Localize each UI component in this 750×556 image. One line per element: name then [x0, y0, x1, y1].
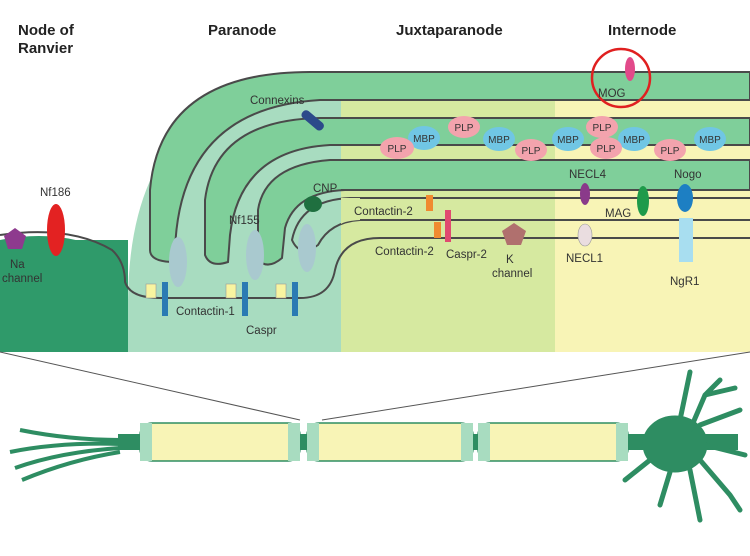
cnp-icon — [304, 196, 322, 212]
contactin1-icon — [275, 283, 287, 299]
neuron-cell-body — [622, 369, 748, 523]
nf155-icon — [169, 237, 187, 287]
caspr-icon — [292, 282, 298, 316]
mag-label: MAG — [605, 208, 631, 220]
plp-label: PLP — [455, 123, 474, 134]
nf155-icon — [246, 230, 264, 280]
plp-label: PLP — [597, 144, 616, 155]
necl1-icon — [577, 223, 593, 247]
myelin-loop-middle — [204, 117, 750, 265]
mag-icon — [637, 186, 649, 216]
connexins-label: Connexins — [250, 95, 305, 107]
na-channel-label: Na — [10, 259, 25, 271]
caspr-icon — [162, 282, 168, 316]
cnp-label: CNP — [313, 183, 338, 195]
na-channel-icon — [4, 228, 26, 249]
header-juxtaparanode: Juxtaparanode — [396, 22, 503, 39]
mbp-label: MBP — [488, 135, 510, 146]
plp-label: PLP — [522, 146, 541, 157]
zoom-line-left — [0, 351, 301, 421]
mog-label: MOG — [598, 88, 626, 100]
caspr-icon — [242, 282, 248, 316]
neuron-axon — [9, 422, 738, 482]
necl4-icon — [580, 183, 590, 205]
plp-label: PLP — [388, 144, 407, 155]
ngr1-label: NgR1 — [670, 276, 699, 288]
header-internode: Internode — [608, 22, 677, 39]
necl4-label: NECL4 — [569, 169, 607, 181]
ngr1-icon — [679, 218, 693, 262]
contactin2-icon — [434, 222, 441, 238]
contactin2-icon — [426, 195, 433, 211]
myelin-segment — [477, 422, 629, 462]
k-channel-icon — [502, 223, 526, 245]
myelin-loop-outer — [149, 71, 750, 264]
mbp-label: MBP — [699, 135, 721, 146]
contactin2-label-bottom: Contactin-2 — [375, 246, 434, 258]
plp-label: PLP — [593, 123, 612, 134]
axon-membrane — [0, 231, 750, 299]
mbp-label: MBP — [413, 134, 435, 145]
caspr2-icon — [445, 210, 451, 242]
plp-label: PLP — [661, 146, 680, 157]
k-channel-label: K — [506, 254, 514, 266]
mbp-label: MBP — [623, 135, 645, 146]
caspr-label: Caspr — [246, 325, 277, 337]
k-channel-label-2: channel — [492, 268, 532, 280]
protein-beads: PLP MBP PLP MBP PLP MBP PLP MBP PLP MBP … — [380, 116, 726, 161]
nogo-icon — [677, 184, 693, 212]
mog-icon — [625, 57, 635, 81]
zoom-line-right — [321, 351, 750, 421]
connexins-icon — [301, 110, 324, 131]
myelin-segment — [306, 422, 474, 462]
nf186-icon — [47, 204, 65, 256]
contactin1-label: Contactin-1 — [176, 306, 235, 318]
myelin-segment — [139, 422, 301, 462]
nf186-label: Nf186 — [40, 187, 71, 199]
caspr2-label: Caspr-2 — [446, 249, 487, 261]
necl1-label: NECL1 — [566, 253, 603, 265]
mog-highlight-circle — [590, 47, 652, 109]
header-paranode: Paranode — [208, 22, 277, 39]
contactin1-icon — [145, 283, 157, 299]
contactin2-label-top: Contactin-2 — [354, 206, 413, 218]
nf155-label: Nf155 — [229, 215, 260, 227]
node-axon-bump — [0, 236, 128, 352]
mbp-label: MBP — [557, 135, 579, 146]
nogo-label: Nogo — [674, 169, 702, 181]
contactin1-icon — [225, 283, 237, 299]
na-channel-label-2: channel — [2, 273, 42, 285]
nf155-icon — [298, 224, 316, 272]
header-node-of-ranvier: Node of Ranvier — [18, 22, 74, 57]
